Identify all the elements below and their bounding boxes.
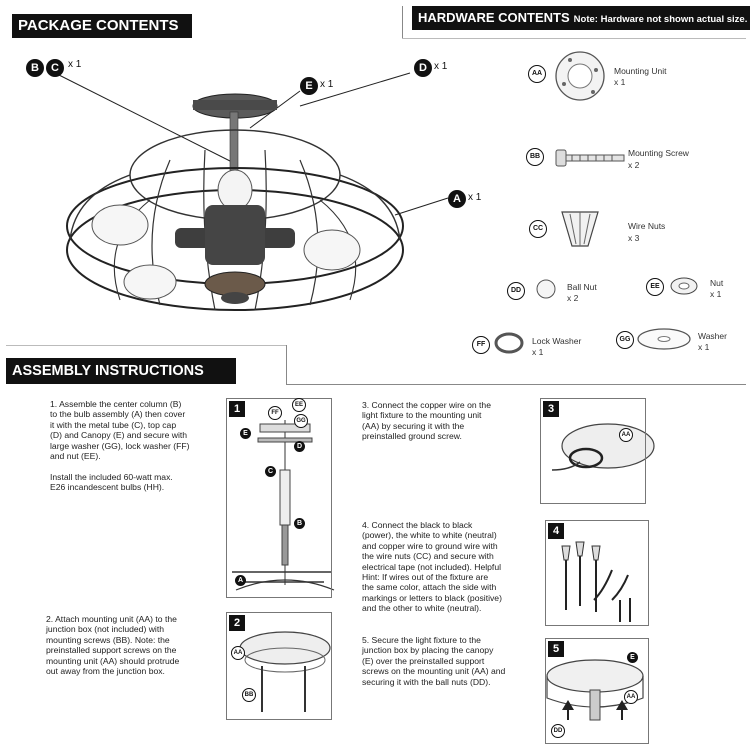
hardware-panel-left-border [286,345,287,385]
step-1-text: 1. Assemble the center column (B) to the… [50,399,190,493]
step1-label-gg: GG [294,414,308,428]
hardware-code-ee: EE [646,278,664,296]
package-panel-right-border [402,6,403,38]
hardware-qty-washer: x 1 [698,342,710,352]
hardware-qty-ball-nut: x 2 [567,293,579,303]
step1-label-e: E [240,428,251,439]
part-letter-d: D [414,59,432,77]
step2-label-aa: AA [231,646,245,660]
hardware-code-gg: GG [616,331,634,349]
step-1-number: 1 [229,401,245,417]
hardware-panel-bottom-border [286,384,746,385]
step-2-number: 2 [229,615,245,631]
hardware-contents-title: HARDWARE CONTENTS [418,10,570,25]
hardware-name-wire-nuts: Wire Nuts [628,221,666,231]
assembly-instructions-header: ASSEMBLY INSTRUCTIONS [6,358,236,384]
step-3-number: 3 [543,401,559,417]
hardware-qty-mounting-screw: x 2 [628,160,640,170]
hardware-qty-wire-nuts: x 3 [628,233,640,243]
step2-diagram [239,631,331,712]
wire-nut-drawing [561,211,599,247]
hardware-name-nut: Nut [710,278,724,288]
hardware-code-ff: FF [472,336,490,354]
hardware-name-washer: Washer [698,331,727,341]
washer-drawing [637,328,691,350]
hardware-qty-mounting-unit: x 1 [614,77,626,87]
step5-diagram [546,659,644,721]
lock-washer-drawing [494,332,524,354]
step1-label-a: A [235,575,246,586]
part-a-qty: x 1 [468,192,482,203]
step5-label-dd: DD [551,724,565,738]
package-contents-header: PACKAGE CONTENTS [12,14,192,38]
hardware-name-ball-nut: Ball Nut [567,282,597,292]
ball-nut-drawing [536,279,556,299]
step-1-box: 1 [226,398,332,598]
step-4-text: 4. Connect the black to black (power), t… [362,520,502,614]
mounting-screw-drawing [555,149,625,167]
hardware-name-lock-washer: Lock Washer [532,336,582,346]
hardware-code-dd: DD [507,282,525,300]
step-3-text: 3. Connect the copper wire on the light … [362,400,491,442]
step-5-box: 5 [545,638,649,744]
step5-label-aa: AA [624,690,638,704]
step-5-text: 5. Secure the light fixture to the junct… [362,635,506,687]
part-letter-c: C [46,59,64,77]
step5-label-e: E [627,652,638,663]
hardware-name-mounting-unit: Mounting Unit [614,66,667,76]
hardware-code-cc: CC [529,220,547,238]
hardware-panel-top-border [402,38,746,39]
step1-label-ff: FF [268,406,282,420]
hardware-qty-nut: x 1 [710,289,722,299]
part-letter-b: B [26,59,44,77]
mounting-unit-drawing [555,51,605,101]
hardware-note: Note: Hardware not shown actual size. [573,14,748,25]
hardware-name-mounting-screw: Mounting Screw [628,148,689,158]
step1-label-b: B [294,518,305,529]
part-d-qty: x 1 [434,61,448,72]
step1-diagram [232,420,335,591]
package-panel-bottom-border [6,345,286,346]
step-3-box: 3 [540,398,646,504]
step1-label-c: C [265,466,276,477]
part-letter-e: E [300,77,318,95]
step3-label-aa: AA [619,428,633,442]
hardware-code-aa: AA [528,65,546,83]
hardware-code-bb: BB [526,148,544,166]
step-4-box: 4 [545,520,649,626]
part-e-qty: x 1 [320,79,334,90]
part-letter-a: A [448,190,466,208]
nut-drawing [670,277,698,295]
part-bc-qty: x 1 [68,59,82,70]
step2-label-bb: BB [242,688,256,702]
step1-label-d: D [294,441,305,452]
step-4-number: 4 [548,523,564,539]
step-5-number: 5 [548,641,564,657]
step4-diagram [561,541,631,622]
step1-label-ee: EE [292,398,306,412]
step-2-box: 2 [226,612,332,720]
hardware-qty-lock-washer: x 1 [532,347,544,357]
step-2-text: 2. Attach mounting unit (AA) to the junc… [46,614,180,677]
